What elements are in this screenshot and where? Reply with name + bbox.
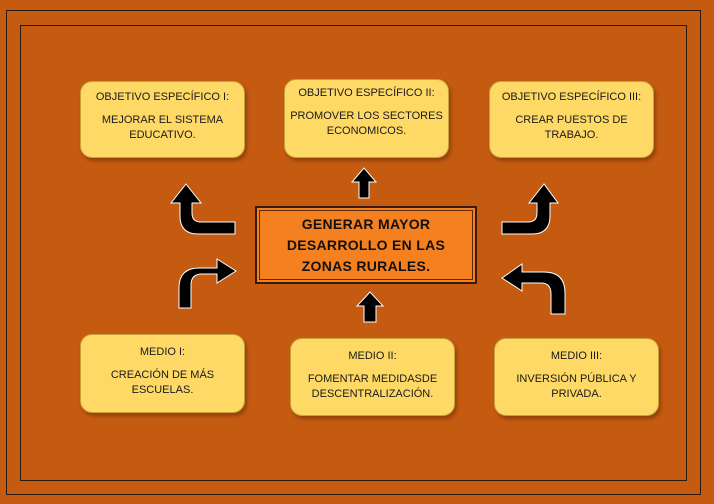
objective-box-1: OBJETIVO ESPECÍFICO I: MEJORAR EL SISTEM… (80, 81, 245, 158)
objective-3-title: OBJETIVO ESPECÍFICO III: (501, 91, 642, 103)
objective-3-line-1: CREAR PUESTOS DE (515, 114, 628, 126)
means-2-line-1: FOMENTAR MEDIDASDE (307, 373, 438, 385)
objective-2-line-2: ECONOMICOS. (326, 125, 407, 137)
objective-1-line-2: EDUCATIVO. (129, 129, 196, 141)
means-3-title: MEDIO III: (550, 350, 603, 362)
arrow-curve-to-objective-3-icon (501, 183, 559, 235)
inner-frame (20, 25, 687, 481)
means-3-line-1: INVERSIÓN PÚBLICA Y (516, 373, 637, 385)
means-1-line-2: ESCUELAS. (131, 384, 194, 396)
arrow-up-to-objective-2-icon (350, 167, 378, 199)
means-box-2: MEDIO II: FOMENTAR MEDIDASDE DESCENTRALI… (290, 338, 455, 416)
means-3-line-2: PRIVADA. (551, 388, 602, 400)
objective-3-line-2: TRABAJO. (544, 129, 599, 141)
arrow-up-from-means-2-icon (355, 291, 385, 323)
means-box-1: MEDIO I: CREACIÓN DE MÁS ESCUELAS. (80, 334, 245, 413)
central-goal-line-1: GENERAR MAYOR (301, 216, 431, 232)
central-goal-line-3: ZONAS RURALES. (301, 258, 431, 274)
means-2-title: MEDIO II: (348, 350, 397, 362)
objective-2-line-1: PROMOVER LOS SECTORES (290, 110, 443, 122)
outer-frame (6, 10, 701, 495)
objective-2-title: OBJETIVO ESPECÍFICO II: (298, 87, 435, 99)
arrow-curve-to-objective-1-icon (169, 183, 236, 235)
objective-box-2: OBJETIVO ESPECÍFICO II: PROMOVER LOS SEC… (284, 79, 449, 158)
objective-1-title: OBJETIVO ESPECÍFICO I: (95, 91, 230, 103)
arrow-curve-from-means-1-icon (178, 258, 237, 309)
objective-1-line-1: MEJORAR EL SISTEMA (101, 114, 224, 126)
means-2-line-2: DESCENTRALIZACIÓN. (311, 388, 434, 400)
means-1-title: MEDIO I: (139, 346, 186, 358)
central-goal-line-2: DESARROLLO EN LAS (286, 237, 446, 253)
objective-box-3: OBJETIVO ESPECÍFICO III: CREAR PUESTOS D… (489, 81, 654, 158)
arrow-curve-from-means-3-icon (501, 263, 566, 315)
means-1-line-1: CREACIÓN DE MÁS (110, 369, 215, 381)
central-goal-box: GENERAR MAYOR DESARROLLO EN LAS ZONAS RU… (255, 206, 477, 284)
means-box-3: MEDIO III: INVERSIÓN PÚBLICA Y PRIVADA. (494, 338, 659, 416)
